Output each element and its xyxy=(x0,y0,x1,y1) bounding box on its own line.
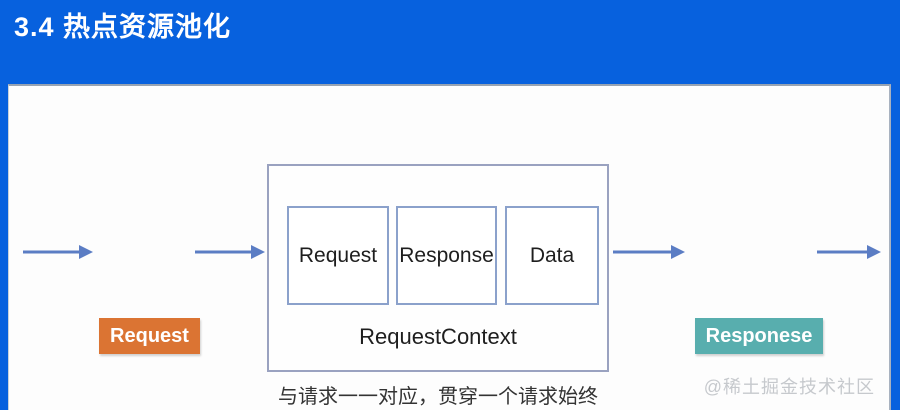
arrow-right-icon xyxy=(195,245,265,259)
context-data-box: Data xyxy=(505,206,599,305)
arrow-right-icon xyxy=(613,245,685,259)
response-node: Responese xyxy=(695,318,823,354)
flow-arrow-context-response xyxy=(613,244,685,260)
flow-arrow-in xyxy=(23,244,93,260)
context-response-box: Response xyxy=(396,206,497,305)
flow-arrow-out xyxy=(817,244,881,260)
arrow-right-icon xyxy=(817,245,881,259)
context-data-label: Data xyxy=(529,243,575,267)
request-node-label: Request xyxy=(110,324,189,347)
context-response-label: Response xyxy=(399,243,494,267)
diagram-caption: 与请求一一对应，贯穿一个请求始终 xyxy=(278,386,598,408)
context-request-label: Request xyxy=(298,243,378,267)
watermark: @稀土掘金技术社区 xyxy=(703,377,875,397)
context-request-box: Request xyxy=(287,206,389,305)
page-title: 3.4 热点资源池化 xyxy=(14,12,232,42)
request-context-box: Request Response Data RequestContext xyxy=(267,164,609,372)
request-node: Request xyxy=(99,318,200,354)
flow-arrow-request-context xyxy=(195,244,265,260)
context-box-label: RequestContext xyxy=(359,324,517,349)
response-node-label: Responese xyxy=(705,324,813,347)
diagram-panel: Request Request Response Data RequestCon… xyxy=(8,84,891,410)
arrow-right-icon xyxy=(23,245,93,259)
